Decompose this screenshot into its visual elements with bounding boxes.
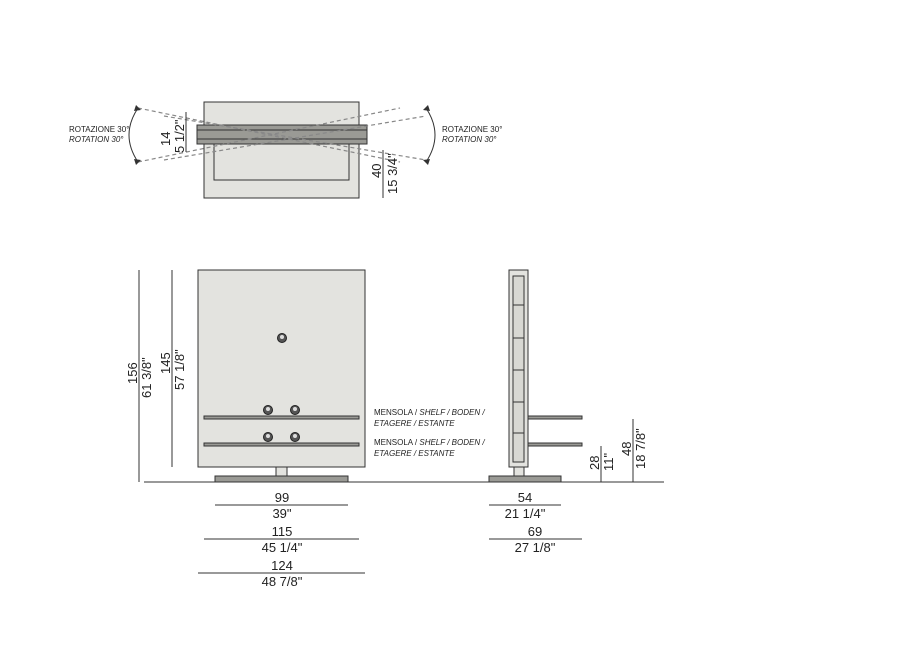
- dim-height-panel-cm: 145: [158, 352, 173, 374]
- front-panel: [197, 269, 366, 468]
- plan-base: [203, 101, 360, 199]
- dim-shelf-low-in: 11": [601, 453, 616, 471]
- side-panel-inner: [512, 275, 525, 463]
- arrow-head-icon: [423, 159, 430, 165]
- front-stem: [275, 466, 288, 477]
- shelf-label-2-line-1: MENSOLA / SHELF / BODEN /: [374, 438, 485, 447]
- front-view: 156 61 3/8" 145 57 1/8" MENSOLA / SHELF …: [125, 269, 664, 589]
- rotation-label-left-it: ROTAZIONE 30°: [69, 125, 129, 134]
- dim-width-total-in: 48 7/8": [262, 574, 303, 589]
- dim-plan-depth-in: 5 1/2": [172, 119, 187, 153]
- grommet-icon: [263, 432, 273, 442]
- grommet-icon: [290, 432, 300, 442]
- side-shelf-upper: [527, 415, 583, 420]
- front-base: [214, 475, 349, 483]
- plan-view: ROTAZIONE 30° ROTATION 30° ROTAZIONE 30°…: [69, 101, 502, 199]
- rotation-label-right-it: ROTAZIONE 30°: [442, 125, 502, 134]
- dim-shelf-low-cm: 28: [587, 456, 602, 470]
- dim-width-panel-in: 39": [272, 506, 291, 521]
- side-stem: [513, 466, 525, 477]
- plan-panel-top: [196, 124, 368, 145]
- rotation-arc-right: [425, 107, 436, 163]
- dim-depth-b-cm: 69: [528, 524, 542, 539]
- dim-height-panel-in: 57 1/8": [172, 349, 187, 390]
- shelf-label-1-line-2: ETAGERE / ESTANTE: [374, 419, 455, 428]
- arrow-head-icon: [134, 105, 141, 111]
- rotation-arc-left: [128, 107, 139, 163]
- dim-shelf-high-in: 18 7/8": [633, 428, 648, 469]
- dim-depth-a-cm: 54: [518, 490, 532, 505]
- dim-depth-b-in: 27 1/8": [515, 540, 556, 555]
- grommet-icon: [277, 333, 287, 343]
- rotation-label-right-en: ROTATION 30°: [442, 135, 497, 144]
- grommet-icon: [290, 405, 300, 415]
- dim-plan-offset-in: 15 3/4": [385, 153, 400, 194]
- dim-depth-a-in: 21 1/4": [505, 506, 546, 521]
- side-shelf-lower: [527, 442, 583, 447]
- shelf-label-2-line-2: ETAGERE / ESTANTE: [374, 449, 455, 458]
- dim-height-total-cm: 156: [125, 362, 140, 384]
- arrow-head-icon: [134, 159, 141, 165]
- dim-plan-depth-cm: 14: [158, 132, 173, 146]
- rotation-line: [137, 107, 401, 163]
- rotation-line: [163, 115, 427, 161]
- rotation-line: [163, 115, 427, 161]
- dim-width-total-cm: 124: [271, 558, 293, 573]
- dim-width-shelf-in: 45 1/4": [262, 540, 303, 555]
- arrow-head-icon: [423, 105, 430, 111]
- dim-width-panel-cm: 99: [275, 490, 289, 505]
- dim-width-shelf-cm: 115: [272, 524, 293, 539]
- dim-shelf-high-cm: 48: [619, 442, 634, 456]
- grommet-icon: [263, 405, 273, 415]
- side-view: 54 21 1/4" 69 27 1/8" 28 11" 48 18 7/8": [488, 269, 648, 555]
- dim-plan-offset-cm: 40: [369, 164, 384, 178]
- dim-height-total-in: 61 3/8": [139, 357, 154, 398]
- shelf-label-1-line-1: MENSOLA / SHELF / BODEN /: [374, 408, 485, 417]
- side-base: [488, 475, 562, 483]
- rotation-label-left-en: ROTATION 30°: [69, 135, 124, 144]
